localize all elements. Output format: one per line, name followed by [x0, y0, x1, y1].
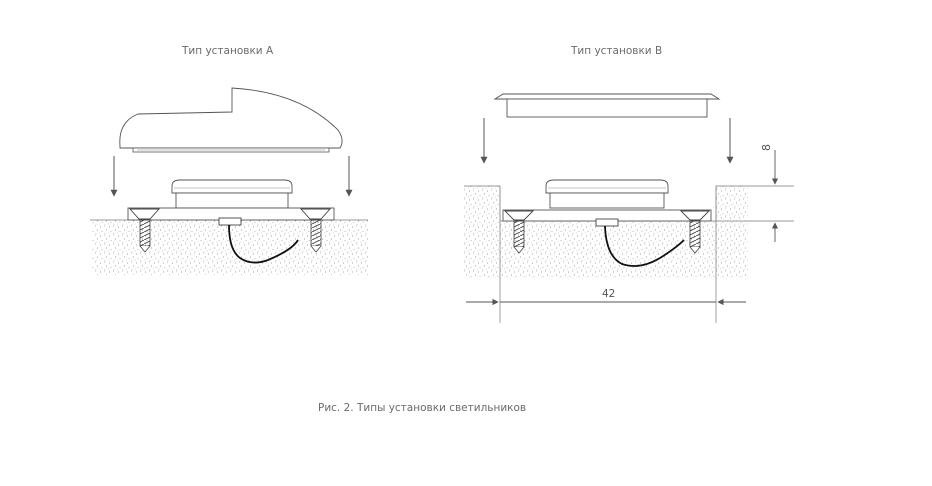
screw-a-left: [139, 219, 151, 253]
lamp-base-a: [175, 192, 289, 209]
ground-a: [92, 220, 368, 275]
connector-b: [595, 218, 619, 227]
figure-caption: Рис. 2. Типы установки светильников: [318, 402, 527, 414]
width-dimension-label: 42: [602, 288, 615, 300]
diagram-b-title: Тип установки В: [571, 45, 663, 57]
cover-b: [493, 93, 721, 100]
lamp-body-b: [545, 179, 669, 194]
depth-dimension: 8: [716, 144, 794, 242]
connector-a: [218, 217, 242, 226]
width-dimension: 42: [466, 221, 746, 323]
screw-b-left: [513, 220, 525, 254]
depth-dimension-label: 8: [760, 144, 773, 151]
screw-a-right: [310, 219, 322, 253]
diagram-a: [90, 87, 368, 275]
cover-a: [119, 87, 343, 149]
cover-b-body: [506, 98, 708, 118]
diagram-b: 8 42: [464, 93, 794, 323]
diagram-a-title: Тип установки А: [182, 45, 274, 57]
cable-a: [228, 224, 299, 264]
screw-b-right: [689, 220, 701, 254]
lamp-body-a: [171, 179, 293, 194]
lamp-base-b: [549, 192, 665, 209]
cable-b: [604, 225, 685, 267]
